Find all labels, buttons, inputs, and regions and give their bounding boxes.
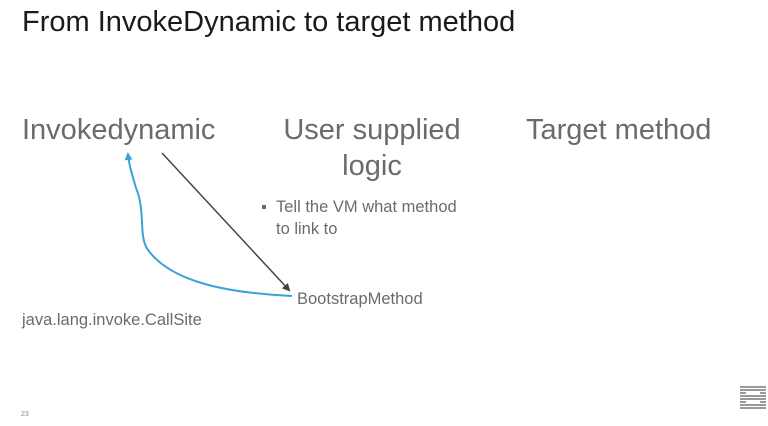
page-number: 23 (21, 411, 29, 418)
bootstrap-method-label: BootstrapMethod (297, 290, 423, 308)
heading-target-method: Target method (526, 114, 712, 146)
heading-invokedynamic: Invokedynamic (22, 114, 216, 146)
bullet-marker (262, 205, 266, 209)
bullet-item: Tell the VM what method to link to (262, 196, 462, 240)
callsite-label: java.lang.invoke.CallSite (22, 311, 202, 329)
arrow-invokedynamic-to-bootstrap (161, 152, 291, 292)
heading-user-supplied-logic: User supplied logic (283, 114, 461, 182)
arrow-bootstrap-to-invokedynamic (124, 152, 293, 297)
ibm-logo-icon (740, 386, 766, 409)
slide-title: From InvokeDynamic to target method (22, 6, 516, 38)
bullet-text: Tell the VM what method to link to (276, 198, 457, 238)
